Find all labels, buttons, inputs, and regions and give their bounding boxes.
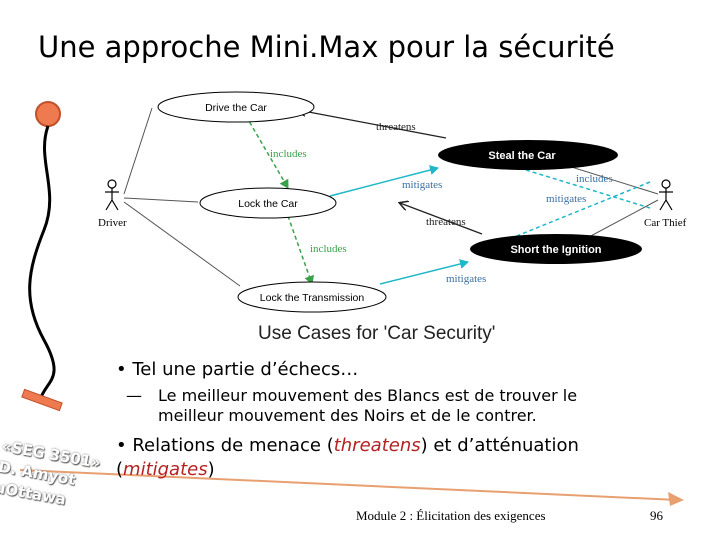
misuse-case-steal-label: Steal the Car — [488, 150, 556, 162]
slide-title: Une approche Mini.Max pour la sécurité — [38, 30, 615, 64]
actor-driver-label: Driver — [98, 217, 127, 229]
use-case-lock-transmission — [237, 281, 387, 313]
threatens-label-1: threatens — [376, 121, 416, 133]
actor-driver — [105, 179, 119, 211]
use-case-lock-transmission-label: Lock the Transmission — [260, 292, 365, 304]
bullet-chess-text: Tel une partie d’échecs… — [132, 359, 359, 380]
use-case-diagram: Driver Car Thief threatens threatens inc… — [98, 91, 687, 313]
mitigates-arrow-4 — [525, 169, 651, 209]
misuse-case-short-label: Short the Ignition — [510, 244, 601, 256]
use-case-drive-label: Drive the Car — [205, 102, 267, 114]
sub-bullet-text: Le meilleur mouvement des Blancs est de … — [158, 386, 578, 425]
keyword-mitigates: mitigates — [123, 459, 208, 480]
pendulum-string — [28, 125, 56, 401]
includes-label-1: includes — [270, 148, 307, 160]
threatens-arrow-1 — [298, 110, 447, 139]
footer-arrow-line — [19, 469, 679, 501]
mitigates-arrow-1 — [329, 165, 439, 197]
bullet-relations: • Relations de menace (threatens) et d’a… — [116, 435, 579, 480]
bullet-relations-post: ) — [207, 459, 215, 480]
bullet-relations-mid: ) et d’atténuation ( — [116, 435, 579, 480]
mitigates-label-2: mitigates — [446, 273, 486, 285]
use-case-lock-the-car — [199, 187, 337, 219]
actor-car-thief — [659, 179, 673, 211]
diagram-caption: Use Cases for 'Car Security' — [258, 323, 496, 344]
misuse-case-steal-the-car — [438, 140, 618, 170]
keyword-threatens: threatens — [333, 435, 421, 456]
use-case-lock-label: Lock the Car — [238, 198, 298, 210]
bullet-chess: • Tel une partie d’échecs… — [116, 359, 359, 380]
pendulum-base — [21, 388, 63, 412]
threatens-label-2: threatens — [426, 216, 466, 228]
bullet-relations-pre: Relations de menace ( — [132, 435, 334, 456]
mitigates-label-1: mitigates — [402, 179, 442, 191]
mitigates-label-4: includes — [576, 173, 613, 185]
threatens-arrow-2 — [400, 203, 483, 235]
misuse-case-short-ignition — [470, 234, 642, 264]
footer-arrow-head — [668, 492, 684, 506]
use-case-drive-the-car — [157, 91, 315, 123]
mitigates-arrow-3 — [481, 181, 651, 252]
sub-bullet: — Le meilleur mouvement des Blancs est d… — [126, 386, 626, 426]
mitigates-arrow-2 — [379, 259, 469, 285]
sub-bullet-dash: — — [126, 386, 142, 405]
page-number: 96 — [650, 508, 663, 523]
includes-arrow-2 — [287, 215, 315, 285]
pendulum-bob — [35, 101, 61, 127]
includes-label-2: includes — [310, 243, 347, 255]
mitigates-label-3: mitigates — [546, 193, 586, 205]
footer-module: Module 2 : Élicitation des exigences — [356, 508, 546, 523]
actor-car-thief-label: Car Thief — [644, 217, 687, 229]
